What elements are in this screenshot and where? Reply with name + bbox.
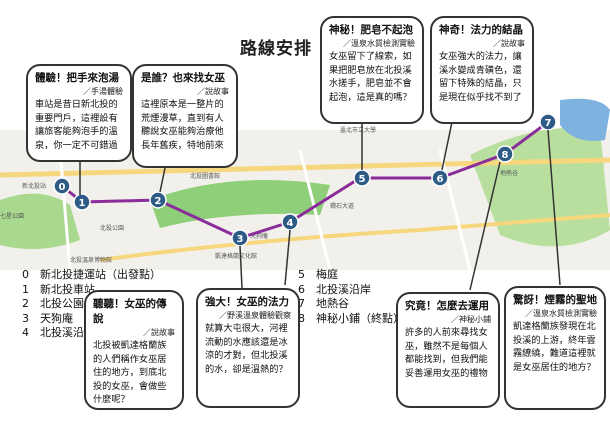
svg-text:5: 5 [359,174,366,185]
svg-text:0: 0 [59,182,66,193]
marker-2[interactable]: 2 [149,191,167,209]
legend-item: 8 神秘小鋪（終點） [298,311,404,325]
story-bubble-4: 神奇！法力的結晶 ／說故事 女巫強大的法力，讓溪水變成青磺色，還留下特殊的結晶，… [430,16,534,124]
bubble-body: 就算大屯很大，河裡流動的水應該還是冰涼的才對，但北投溪的水，卻是溫熱的？ [205,323,288,375]
svg-text:3: 3 [237,234,244,245]
map-label-library: 北投圖書館 [190,172,220,180]
map-label-ketagalan: 凱達格蘭文化館 [215,252,257,260]
story-bubble-2: 是誰？也來找女巫 ／說故事 這裡原本是一整片的荒煙漫草，直到有人聽說女巫能夠治療… [132,64,238,168]
story-bubble-1: 體驗！把手來泡湯 ／手湯體驗 車站是昔日新北投的重要門戶，這裡設有讓旅客能夠泡手… [26,64,132,162]
bubble-heading: 聽聽！女巫的傳說 [93,298,167,325]
bubble-heading: 神奇！法力的結晶 [439,24,523,36]
bubble-heading: 神秘！肥皂不起泡 [329,24,413,36]
map-label-park: 北投公園 [100,224,124,232]
marker-8[interactable]: 8 [496,145,514,163]
bubble-body: 車站是昔日新北投的重要門戶，這裡設有讓旅客能夠泡手的溫泉，你一定不可錯過 [35,99,118,151]
legend-left: 0 新北投捷運站（出發點） 1 新北投車站 2 北投公園 3 天狗庵 4 北投溪… [22,268,161,341]
marker-7[interactable]: 7 [539,113,557,131]
bubble-body: 許多的人前來尋找女巫，雖然不是每個人都能找到，但我們能妥善運用女巫的禮物 [405,327,488,379]
map-label-thermal: 地熱谷 [500,169,518,177]
water-area [560,98,610,141]
bubble-body: 女巫強大的法力，讓溪水變成青磺色，還留下特殊的結晶，只是現在似乎找不到了 [439,51,522,103]
bubble-heading: 強大！女巫的法力 [205,296,289,308]
story-bubble-3: 神秘！肥皂不起泡 ／溫泉水質檢測實驗 女巫留下了線索，如果把肥皂放在北投溪水搓手… [320,16,424,124]
map-label-tianguo: 天狗庵 [250,232,268,240]
bubble-heading: 是誰？也來找女巫 [141,72,225,84]
marker-6[interactable]: 6 [431,169,449,187]
bubble-body: 北投被凱達格蘭族的人們稱作女巫居住的地方，到底北投的女巫，會做些什麼呢？ [93,340,167,405]
legend-item: 0 新北投捷運站（出發點） [22,268,161,281]
svg-text:7: 7 [545,118,552,129]
green-area-left [0,193,80,249]
bubble-body: 凱達格蘭族發現在北投溪的上游，終年雲霧繚繞，難道這裡就是女巫居住的地方？ [513,321,596,373]
legend-item: 5 梅庭 [298,268,338,281]
legend-item: 4 北投溪沿岸 [22,326,95,339]
legend-item: 7 地熱谷 [298,297,349,310]
story-bubble-8: 驚訝！煙霧的聖地 ／溫泉水質檢測實驗 凱達格蘭族發現在北投溪的上游，終年雲霧繚繞… [504,286,606,410]
svg-text:4: 4 [287,218,294,229]
bubble-source: ／溫泉水質檢測實驗 [343,39,415,48]
legend-item: 3 天狗庵 [22,311,73,325]
marker-3[interactable]: 3 [231,229,249,247]
bubble-heading: 究竟！怎麼去運用 [405,300,489,312]
bubble-heading: 體驗！把手來泡湯 [35,72,119,84]
bubble-source: ／溫泉水質檢測實驗 [525,309,597,318]
marker-4[interactable]: 4 [281,213,299,231]
svg-text:1: 1 [79,198,86,209]
marker-1[interactable]: 1 [73,193,91,211]
bubble-source: ／神秘小鋪 [451,315,491,324]
legend-item: 2 北投公園 [22,297,84,310]
svg-text:2: 2 [155,196,162,207]
legend-item: 6 北投溪沿岸 [298,282,371,296]
svg-text:6: 6 [437,174,444,185]
svg-text:8: 8 [502,150,509,161]
map-label-university: 臺北市立大學 [340,126,376,134]
map-label-station: 新北投站 [22,182,46,190]
legend-right: 5 梅庭 6 北投溪沿岸 7 地熱谷 8 神秘小鋪（終點） [298,268,404,326]
bubble-source: ／說故事 [493,39,525,48]
map-label-mall: 鑽石大道 [330,202,354,210]
story-bubble-7: 究竟！怎麼去運用 ／神秘小鋪 許多的人前來尋找女巫，雖然不是每個人都能找到，但我… [396,292,500,408]
bubble-body: 這裡原本是一整片的荒煙漫草，直到有人聽說女巫能夠治療他長年舊疾，特地前來 [141,99,224,151]
lower-road [99,213,610,262]
bubble-source: ／說故事 [197,87,229,96]
bubble-heading: 驚訝！煙霧的聖地 [513,294,597,306]
marker-0[interactable]: 0 [53,177,71,195]
map-label-seven-star: 七星公園 [0,212,24,220]
legend-item: 1 新北投車站 [22,282,95,296]
bubble-body: 女巫留下了線索，如果把肥皂放在北投溪水搓手，肥皂並不會起泡，這是真的嗎？ [329,51,412,103]
story-bubble-5: 聽聽！女巫的傳說 ／說故事 北投被凱達格蘭族的人們稱作女巫居住的地方，到底北投的… [84,290,184,410]
page-title: 路線安排 [240,39,312,59]
bubble-source: ／說故事 [143,328,175,337]
bubble-source: ／野溪溫泉體驗觀察 [219,311,291,320]
marker-5[interactable]: 5 [353,169,371,187]
story-bubble-6: 強大！女巫的法力 ／野溪溫泉體驗觀察 就算大屯很大，河裡流動的水應該還是冰涼的才… [196,288,300,408]
bubble-source: ／手湯體驗 [83,87,123,96]
map-label-museum: 北投溫泉博物館 [70,256,112,264]
